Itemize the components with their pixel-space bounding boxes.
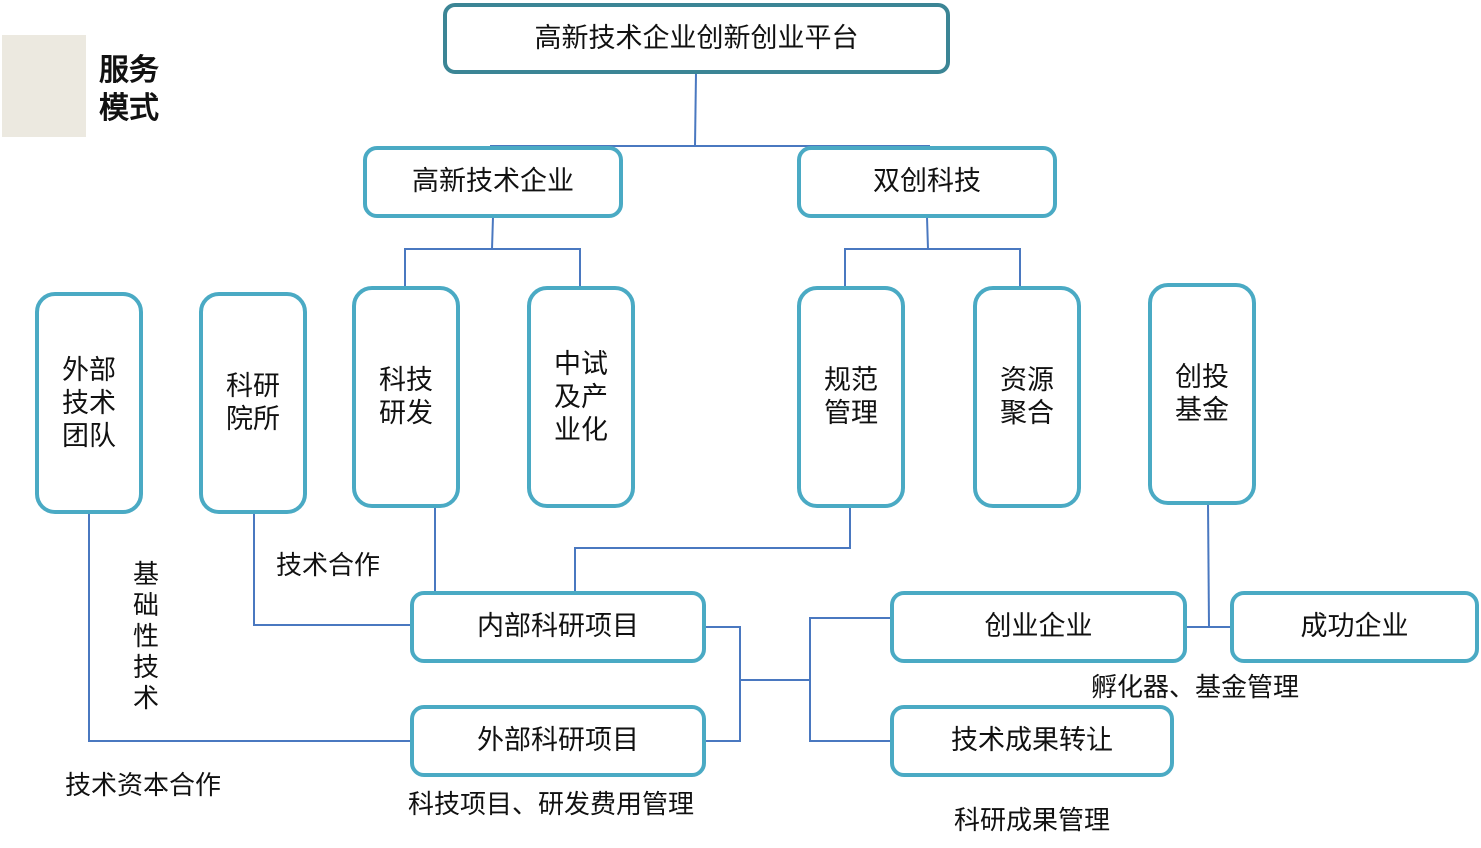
section-title-line2: 模式 xyxy=(99,91,159,126)
annotation-project-cost-mgmt: 科技项目、研发费用管理 xyxy=(408,790,695,820)
node-successful-enterprise-label: 成功企业 xyxy=(1300,611,1409,642)
node-resource-aggregation-label: 资源聚合 xyxy=(1000,365,1054,429)
root-node[interactable]: 高新技术企业创新创业平台 xyxy=(443,3,950,74)
node-internal-project[interactable]: 内部科研项目 xyxy=(410,591,706,663)
connector-shuangchuang-branch xyxy=(844,248,1021,288)
connector-root-down xyxy=(694,72,697,147)
node-external-team[interactable]: 外部技术团队 xyxy=(35,292,143,514)
node-resource-aggregation[interactable]: 资源聚合 xyxy=(973,286,1081,508)
connector-external-team xyxy=(88,513,412,742)
node-shuangchuang-tech[interactable]: 双创科技 xyxy=(797,146,1057,218)
corner-decoration xyxy=(2,35,86,137)
connector-projects-join xyxy=(704,626,741,742)
connector-standard-mgmt xyxy=(574,507,851,592)
node-pilot-industrialization-label: 中试及产业化 xyxy=(554,348,608,446)
node-tech-rnd-label: 科技研发 xyxy=(379,365,433,429)
node-external-project-label: 外部科研项目 xyxy=(477,725,639,756)
annotation-tech-cooperation: 技术合作 xyxy=(276,551,381,581)
node-hightech-enterprise-label: 高新技术企业 xyxy=(412,166,574,197)
node-internal-project-label: 内部科研项目 xyxy=(477,611,639,642)
connector-venture-fund xyxy=(1207,502,1210,628)
connector-hightech-branch xyxy=(404,248,581,288)
node-tech-rnd[interactable]: 科技研发 xyxy=(352,286,460,508)
node-startup-enterprise-label: 创业企业 xyxy=(984,611,1093,642)
node-pilot-industrialization[interactable]: 中试及产业化 xyxy=(527,286,635,508)
annotation-incubator-fund-mgmt: 孵化器、基金管理 xyxy=(1091,673,1300,703)
node-shuangchuang-tech-label: 双创科技 xyxy=(873,166,981,197)
node-external-team-label: 外部技术团队 xyxy=(62,354,116,452)
section-title: 服务 模式 xyxy=(99,52,179,128)
node-research-institutes-label: 科研院所 xyxy=(226,371,280,435)
node-external-project[interactable]: 外部科研项目 xyxy=(410,705,706,777)
node-venture-fund-label: 创投基金 xyxy=(1175,362,1229,426)
node-hightech-enterprise[interactable]: 高新技术企业 xyxy=(363,146,623,218)
node-standard-management-label: 规范管理 xyxy=(824,365,878,429)
node-tech-transfer-label: 技术成果转让 xyxy=(951,725,1113,756)
node-successful-enterprise[interactable]: 成功企业 xyxy=(1230,591,1479,663)
connector-research-institutes xyxy=(253,513,412,626)
node-venture-fund[interactable]: 创投基金 xyxy=(1148,283,1256,505)
annotation-tech-capital-cooperation: 技术资本合作 xyxy=(65,771,222,801)
section-title-line1: 服务 xyxy=(99,53,159,88)
connector-hightech-down xyxy=(491,216,494,250)
node-tech-transfer[interactable]: 技术成果转让 xyxy=(890,705,1174,777)
node-research-institutes[interactable]: 科研院所 xyxy=(199,292,307,514)
connector-shuangchuang-down xyxy=(926,216,929,250)
annotation-basic-tech: 基础性技术 xyxy=(132,560,159,714)
root-node-label: 高新技术企业创新创业平台 xyxy=(534,22,859,54)
node-startup-enterprise[interactable]: 创业企业 xyxy=(890,591,1187,663)
connector-outcomes-branch xyxy=(809,617,892,742)
annotation-result-mgmt: 科研成果管理 xyxy=(954,806,1111,836)
node-standard-management[interactable]: 规范管理 xyxy=(797,286,905,508)
